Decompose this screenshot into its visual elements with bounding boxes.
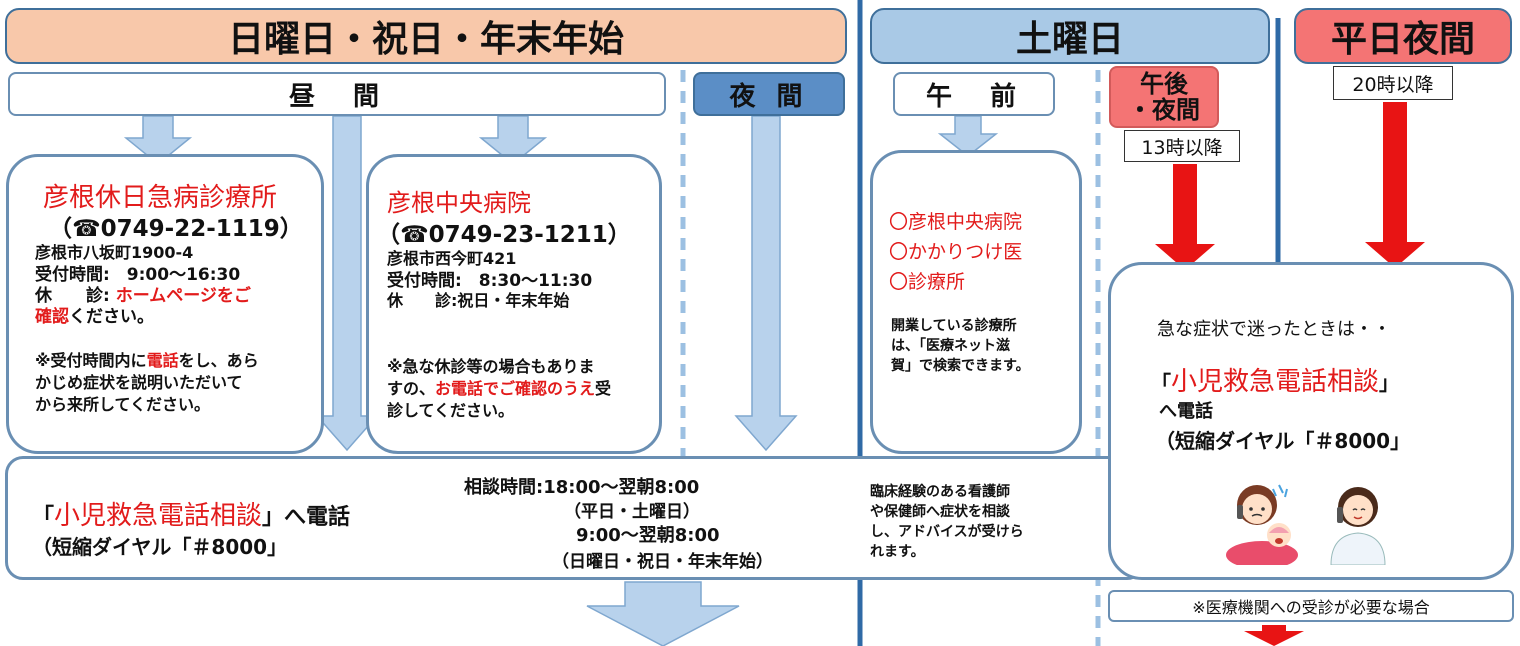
clinic2-closed: 休 診:祝日・年末年始 [387,291,570,310]
clinic1-hours: 受付時間: 9:00～16:30 [35,265,241,285]
bottom-open-quote: 「 [32,505,55,530]
red-arrow-weeknight [1365,102,1425,268]
blue-arrow-bottom [586,581,740,646]
bottom-nurse-line1: 臨床経験のある看護師 [870,484,1010,500]
header-saturday: 土曜日 [870,8,1270,64]
night-label: ・夜間 [1128,96,1200,124]
clinic2-note-line2: すの、お電話でご確認のうえ受 [387,375,611,399]
header-weeknight: 平日夜間 [1294,8,1512,64]
bottom-hours-holiday-time: 9:00～翌朝8:00 [576,525,720,546]
clinic2-note-c: 受 [595,379,612,398]
clinic1-note-line2: かじめ症状を説明いただいて [35,373,243,392]
clinic2-address: 彦根市西今町421 [387,249,517,268]
card-saturday-morning: 〇彦根中央病院 〇かかりつけ医 〇診療所 開業している診療所 は、「医療ネット滋… [870,150,1082,454]
nurse-on-phone-illustration [1330,487,1386,565]
afternoon-label: 午後 [1140,69,1188,98]
saturday-note-line2: は、「医療ネット滋 [891,338,1010,354]
clinic2-note-b: すの、 [387,379,436,398]
clinic2-hours: 受付時間: 8:30～11:30 [387,271,593,291]
subheader-night: 夜 間 [693,72,845,116]
clinic1-note-line3: から来所してください。 [35,395,211,414]
clinic2-note-line3: 診してください。 [387,401,515,420]
right-open-quote: 「 [1151,371,1171,395]
bottom-close-quote: 」へ電話 [262,505,351,530]
blue-arrow-clinic1 [123,115,193,165]
right-to-phone: へ電話 [1159,401,1213,422]
note-when-visit-needed: ※医療機関への受診が必要な場合 [1108,590,1514,622]
right-consult-intro: 急な症状で迷ったときは・・ [1157,319,1391,340]
clinic1-name: 彦根休日急病診療所 [43,183,278,213]
time-after-20: 20時以降 [1333,66,1453,100]
clinic1-closed-line2: 確認ください。 [35,302,154,327]
saturday-item-hospital: 〇彦根中央病院 [889,211,1023,233]
clinic1-closed-red: ホームページをご [115,286,251,306]
right-dial-number: （短縮ダイヤル「＃8000」 [1155,429,1411,453]
right-close-quote: 」 [1379,371,1400,395]
panel-pediatric-emergency-phone: 「小児救急電話相談」へ電話 （短縮ダイヤル「＃8000」 相談時間:18:00～… [5,456,1145,580]
blue-arrow-morning [937,115,999,157]
red-arrow-afternoon [1155,164,1215,270]
saturday-item-clinic: 〇診療所 [889,271,966,293]
clinic2-phone: （☎0749-23-1211） [377,222,631,248]
clinic1-note-red: 電話 [146,351,179,370]
time-after-13: 13時以降 [1124,130,1240,162]
bottom-consult-title: 「小児救急電話相談」へ電話 [32,495,350,532]
clinic1-closed: 休 診: ホームページをご [35,281,251,306]
saturday-note-line1: 開業している診療所 [891,318,1017,334]
bottom-nurse-line4: れます。 [870,544,925,560]
clinic1-note-line1: ※受付時間内に電話をし、あら [35,347,259,371]
bottom-nurse-line2: や保健師へ症状を相談 [870,504,1010,520]
clinic1-note-a: ※受付時間内に [35,351,147,370]
clinic1-address: 彦根市八坂町1900-4 [35,243,194,262]
clinic1-closed-rest: ください。 [69,307,154,327]
saturday-note-line3: 賀」で検索できます。 [891,358,1030,374]
clinic2-note-line1: ※急な休診等の場合もありま [387,357,595,376]
subheader-morning: 午 前 [893,72,1055,116]
card-pediatric-emergency-phone-right: 急な症状で迷ったときは・・ 「小児救急電話相談」 へ電話 （短縮ダイヤル「＃80… [1108,262,1514,580]
blue-arrow-daytime-long [315,115,379,452]
subheader-daytime: 昼 間 [8,72,666,116]
blue-arrow-clinic2 [478,115,548,165]
clinic1-closed-label: 休 診: [35,286,116,306]
clinic1-closed-red2: 確認 [35,307,69,327]
clinic2-note-red: お電話でご確認のうえ [435,379,596,398]
header-weekend-holidays: 日曜日・祝日・年末年始 [5,8,847,64]
bottom-hours-label: 相談時間:18:00～翌朝8:00 [464,477,700,498]
blue-arrow-night-long [734,115,798,452]
bottom-hours-weekday: （平日・土曜日） [564,502,700,522]
card-hikone-holiday-clinic: 彦根休日急病診療所 （☎0749-22-1119） 彦根市八坂町1900-4 受… [6,154,324,454]
red-arrow-bottom [1244,625,1304,646]
clinic1-phone: （☎0749-22-1119） [49,216,303,242]
mother-with-baby-illustration [1226,484,1298,565]
bottom-nurse-line3: し、アドバイスが受けら [870,524,1024,540]
bottom-service-name: 小児救急電話相談 [54,501,263,531]
saturday-item-family-doctor: 〇かかりつけ医 [889,241,1023,263]
right-consult-title: 「小児救急電話相談」 [1151,361,1399,398]
right-service-name: 小児救急電話相談 [1171,367,1380,397]
bottom-hours-holiday: （日曜日・祝日・年末年始） [552,552,773,572]
subheader-afternoon-night: 午後 ・夜間 [1109,66,1219,128]
clinic2-name: 彦根中央病院 [387,189,531,217]
card-hikone-central-hospital: 彦根中央病院 （☎0749-23-1211） 彦根市西今町421 受付時間: 8… [366,154,662,454]
clinic1-note-b: をし、あら [178,351,259,370]
bottom-dial-number: （短縮ダイヤル「＃8000」 [32,535,288,559]
